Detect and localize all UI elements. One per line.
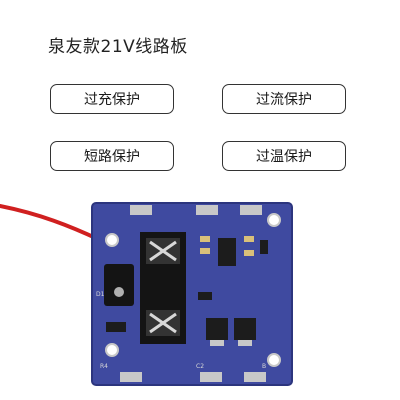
page-title: 泉友款21V线路板 bbox=[48, 37, 188, 57]
feature-overcurrent-protection: 过流保护 bbox=[222, 84, 346, 114]
feature-overtemperature-protection: 过温保护 bbox=[222, 141, 346, 171]
mosfet bbox=[206, 318, 228, 340]
switch-connector bbox=[104, 264, 134, 306]
terminal-contact bbox=[149, 240, 177, 262]
feature-overcharge-protection: 过充保护 bbox=[50, 84, 174, 114]
silkscreen-label: C2 bbox=[196, 363, 204, 370]
mosfet-tab bbox=[210, 340, 224, 346]
battery-pad bbox=[240, 205, 262, 215]
battery-pad bbox=[196, 205, 218, 215]
mounting-hole bbox=[105, 343, 119, 357]
smd-component bbox=[200, 236, 210, 242]
control-ic bbox=[218, 238, 236, 266]
battery-pad bbox=[200, 372, 222, 382]
battery-pad bbox=[130, 205, 152, 215]
battery-pad bbox=[120, 372, 142, 382]
switch-pin bbox=[114, 287, 124, 297]
mounting-hole bbox=[267, 213, 281, 227]
mounting-hole bbox=[267, 353, 281, 367]
terminal-contact bbox=[149, 312, 177, 334]
silkscreen-label: D1 bbox=[96, 291, 105, 298]
mosfet-tab bbox=[238, 340, 252, 346]
feature-short-circuit-protection: 短路保护 bbox=[50, 141, 174, 171]
smd-component bbox=[244, 250, 254, 256]
mounting-hole bbox=[105, 233, 119, 247]
silkscreen-label: R4 bbox=[100, 363, 108, 370]
smd-component bbox=[106, 322, 126, 332]
smd-component bbox=[244, 236, 254, 242]
circuit-board-photo: D1 R4 C2 B bbox=[0, 190, 400, 400]
battery-pad bbox=[244, 372, 266, 382]
smd-component bbox=[200, 248, 210, 254]
smd-component bbox=[260, 240, 268, 254]
smd-component bbox=[198, 292, 212, 300]
silkscreen-label: B bbox=[262, 363, 266, 370]
mosfet bbox=[234, 318, 256, 340]
